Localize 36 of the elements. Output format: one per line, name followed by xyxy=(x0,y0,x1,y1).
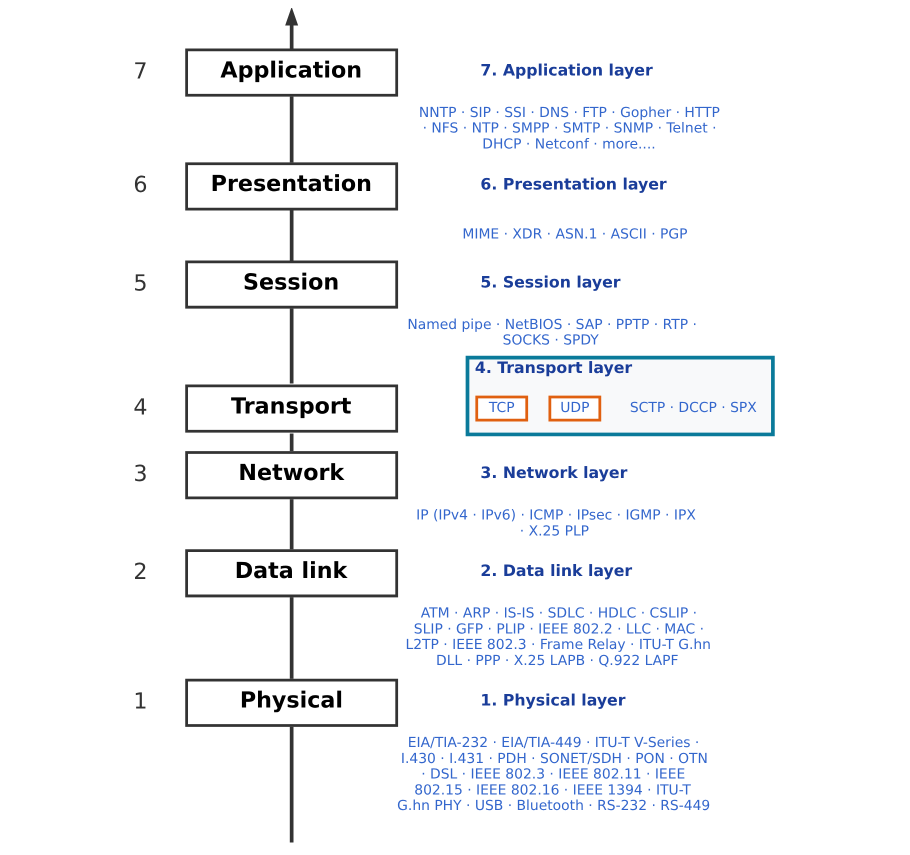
node-label: 6 xyxy=(133,172,148,198)
label: 6. Presentation layer xyxy=(480,174,667,194)
label: 5. Session layer xyxy=(480,272,621,292)
node-label: 7 xyxy=(133,58,148,84)
node-box: TCP xyxy=(475,396,528,422)
label: NNTP · SIP · SSI · DNS · FTP · Gopher · HTTP · NFS · NTP · SMPP · SMTP · SNMP · Telnet · DHCP · Netconf · more.... xyxy=(418,105,720,152)
node-box: Session xyxy=(185,260,398,309)
label: EIA/TIA-232 · EIA/TIA-449 · ITU-T V-Series · I.430 · I.431 · PDH · SONET/SDH · PON · OTN · DSL · IEEE 802.3 · IEEE 802.11 · IEEE 802.15 · IEEE 802.16 · IEEE 1394 · ITU-T G.hn PHY · USB · Bluetooth · RS-232 · RS-449 xyxy=(397,735,710,814)
node-box: Network xyxy=(185,451,398,500)
label: MIME · XDR · ASN.1 · ASCII · PGP xyxy=(462,226,688,243)
connector xyxy=(290,210,294,260)
node-box: Physical xyxy=(185,678,398,727)
label: IP (IPv4 · IPv6) · ICMP · IPsec · IGMP · IPX · X.25 PLP xyxy=(416,508,696,540)
node-label: 3 xyxy=(133,460,148,487)
label: Named pipe · NetBIOS · SAP · PPTP · RTP · SOCKS · SPDY xyxy=(407,316,697,349)
connector xyxy=(290,726,294,843)
connector xyxy=(290,96,294,162)
label: ATM · ARP · IS-IS · SDLC · HDLC · CSLIP · SLIP · GFP · PLIP · IEEE 802.2 · LLC · MAC · L2TP · IEEE 802.3 · Frame Relay · ITU-T G.hn DLL · PPP · X.25 LAPB · Q.922 LAPF xyxy=(405,606,711,669)
node-box: Transport xyxy=(185,384,398,433)
label: 7. Application layer xyxy=(480,60,653,80)
arrow xyxy=(285,8,298,49)
node-box: Presentation xyxy=(185,162,398,210)
connector xyxy=(290,597,294,679)
node-label: 2 xyxy=(133,558,148,585)
node-label: 1 xyxy=(133,688,148,715)
connector xyxy=(290,434,294,452)
node-box: Application xyxy=(185,48,398,97)
connector xyxy=(290,308,294,384)
connector xyxy=(290,499,294,550)
label: 3. Network layer xyxy=(480,463,628,482)
label: 2. Data link layer xyxy=(480,561,632,580)
node-label: 5 xyxy=(133,270,148,296)
label: 1. Physical layer xyxy=(480,690,626,710)
node-box: UDP xyxy=(548,396,602,422)
node-label: 4 xyxy=(133,394,148,420)
node-box: Data link xyxy=(185,549,398,598)
